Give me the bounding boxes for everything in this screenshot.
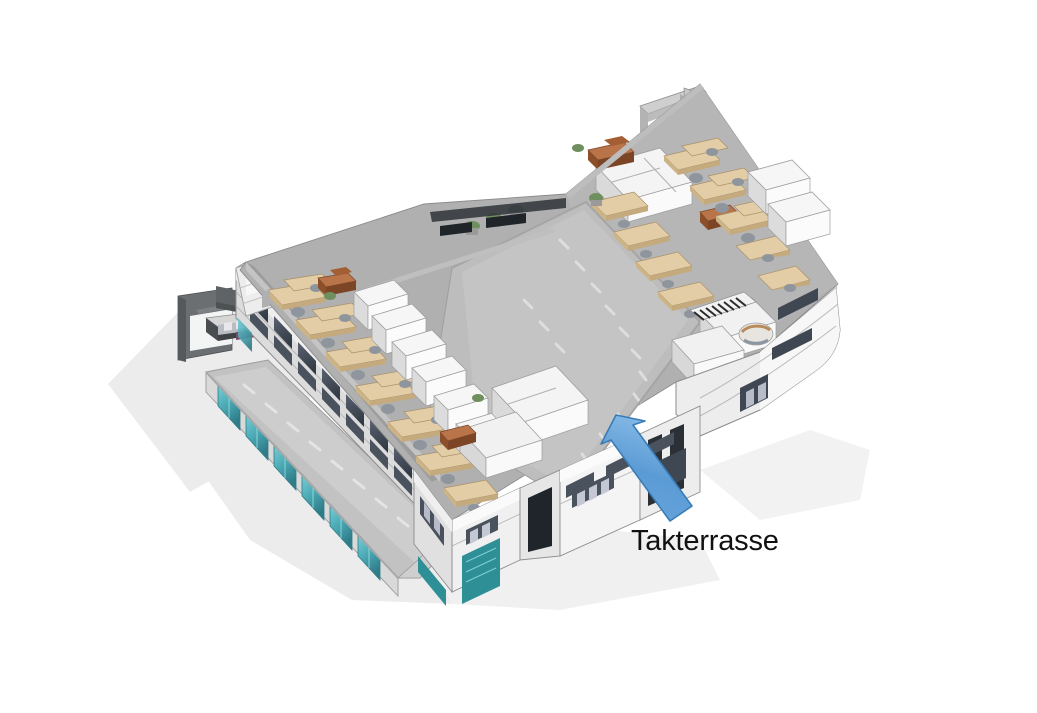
lounge-furniture bbox=[317, 267, 357, 296]
desk-cluster bbox=[735, 235, 791, 262]
spiral-stair bbox=[738, 322, 774, 346]
planter bbox=[324, 292, 336, 300]
ground-shadow-east bbox=[700, 430, 870, 520]
desk-cluster bbox=[613, 221, 671, 258]
desk-cluster bbox=[757, 265, 811, 292]
lounge-furniture bbox=[439, 424, 477, 450]
takterrasse-arrow bbox=[600, 414, 693, 522]
planter bbox=[472, 394, 484, 402]
takterrasse-label: Takterrasse bbox=[631, 525, 779, 557]
east-rounded-corner bbox=[675, 287, 841, 437]
arrow-shape bbox=[600, 414, 693, 522]
desk-cluster bbox=[635, 251, 693, 288]
planter bbox=[572, 144, 584, 152]
west-wing-offices bbox=[246, 262, 499, 512]
southeast-facade bbox=[451, 405, 701, 604]
south-low-wing bbox=[205, 359, 457, 598]
desk-cluster bbox=[663, 137, 729, 183]
west-windows bbox=[250, 290, 412, 496]
desk-cluster bbox=[715, 197, 781, 243]
terrace-parapet bbox=[430, 198, 566, 236]
room-cell bbox=[767, 191, 831, 247]
core-cellular-rooms bbox=[352, 136, 739, 479]
south-facade bbox=[413, 468, 453, 606]
desk-cluster bbox=[591, 191, 649, 228]
desk-cluster bbox=[443, 479, 499, 512]
desk-cluster bbox=[295, 302, 363, 348]
planter bbox=[589, 193, 603, 206]
desk-cluster bbox=[657, 281, 715, 318]
desk-cluster bbox=[689, 167, 755, 213]
room-cell-block bbox=[459, 411, 543, 479]
external-stair bbox=[689, 291, 757, 321]
low-wing-glazing bbox=[217, 382, 381, 582]
